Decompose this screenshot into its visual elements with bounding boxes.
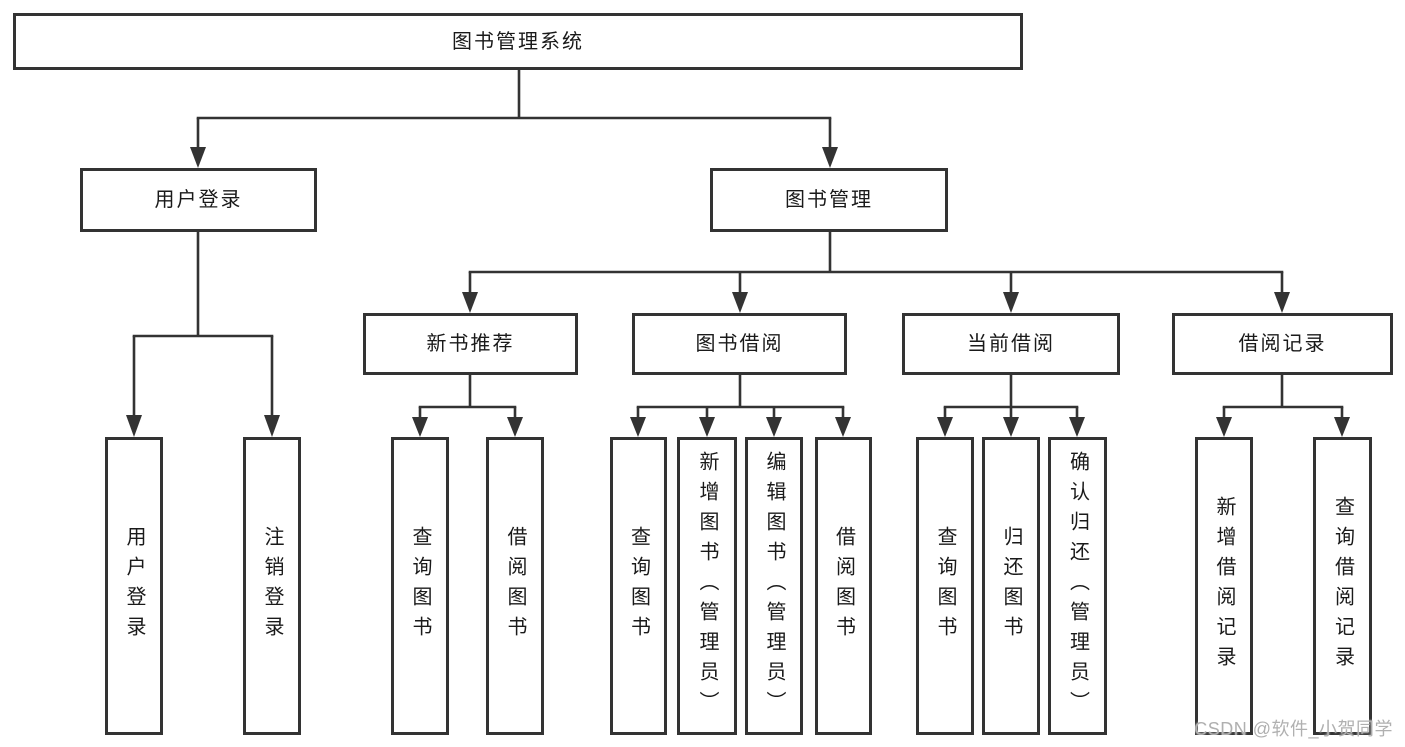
leaf-query-books-recommend: 查询图书: [391, 437, 449, 735]
arrowhead-leaf-b4: [835, 417, 851, 437]
leaf-edit-books-admin: 编辑图书（管理员）: [745, 437, 803, 735]
node-label: 图书借阅: [695, 333, 784, 355]
node-label: 借阅记录: [1238, 333, 1327, 355]
leaf-label: 借阅图书: [832, 526, 855, 646]
leaf-label: 用户登录: [123, 526, 145, 646]
arrowhead-leaf-r2: [1334, 417, 1350, 437]
leaf-label: 归还图书: [1000, 526, 1022, 646]
arrowhead-leaf-n1: [412, 417, 428, 437]
arrowhead-leaf-b2: [699, 417, 715, 437]
node-user-login: 用户登录: [80, 168, 317, 232]
node-label: 图书管理系统: [452, 30, 584, 53]
leaf-add-books-admin: 新增图书（管理员）: [677, 437, 737, 735]
leaf-label: 借阅图书: [504, 526, 526, 646]
node-label: 图书管理: [785, 189, 873, 211]
leaf-query-books-borrow: 查询图书: [610, 437, 667, 735]
leaf-label: 注销登录: [261, 526, 283, 646]
leaf-label: 确认归还（管理员）: [1066, 451, 1089, 721]
leaf-label: 编辑图书（管理员）: [763, 451, 785, 721]
node-new-book-recommend: 新书推荐: [363, 313, 578, 375]
leaf-query-borrow-record: 查询借阅记录: [1313, 437, 1372, 735]
node-borrow-records: 借阅记录: [1172, 313, 1393, 375]
leaf-label: 查询图书: [627, 526, 650, 646]
node-current-borrow: 当前借阅: [902, 313, 1120, 375]
arrowhead-leaf-c3: [1069, 417, 1085, 437]
leaf-query-books-current: 查询图书: [916, 437, 974, 735]
leaf-user-login: 用户登录: [105, 437, 163, 735]
arrowhead-leaf-c2: [1003, 417, 1019, 437]
arrowhead-new-books: [462, 292, 478, 313]
leaf-borrow-books-recommend: 借阅图书: [486, 437, 544, 735]
csdn-watermark: CSDN @软件_小贺同学: [1194, 719, 1393, 739]
arrowhead-leaf-logout: [264, 415, 280, 437]
arrowhead-current-borrow: [1003, 292, 1019, 313]
leaf-borrow-books: 借阅图书: [815, 437, 872, 735]
leaf-return-books: 归还图书: [982, 437, 1040, 735]
arrowhead-leaf-c1: [937, 417, 953, 437]
leaf-label: 查询借阅记录: [1331, 496, 1354, 676]
arrowhead-leaf-b1: [630, 417, 646, 437]
node-book-management: 图书管理: [710, 168, 948, 232]
node-library-management-system: 图书管理系统: [13, 13, 1023, 70]
leaf-label: 查询图书: [934, 526, 956, 646]
arrowhead-user-login: [190, 147, 206, 168]
node-label: 用户登录: [154, 189, 243, 211]
arrowhead-leaf-n2: [507, 417, 523, 437]
leaf-confirm-return-admin: 确认归还（管理员）: [1048, 437, 1107, 735]
leaf-label: 查询图书: [409, 526, 431, 646]
node-book-borrow: 图书借阅: [632, 313, 847, 375]
arrowhead-book-borrow: [732, 292, 748, 313]
leaf-add-borrow-record: 新增借阅记录: [1195, 437, 1253, 735]
arrowhead-leaf-b3: [766, 417, 782, 437]
arrowhead-borrow-records: [1274, 292, 1290, 313]
arrowhead-book-mgmt: [822, 147, 838, 168]
arrowhead-leaf-login: [126, 415, 142, 437]
leaf-logout: 注销登录: [243, 437, 301, 735]
node-label: 新书推荐: [426, 333, 515, 355]
leaf-label: 新增借阅记录: [1213, 496, 1235, 676]
node-label: 当前借阅: [967, 333, 1055, 355]
leaf-label: 新增图书（管理员）: [696, 451, 718, 721]
arrowhead-leaf-r1: [1216, 417, 1232, 437]
